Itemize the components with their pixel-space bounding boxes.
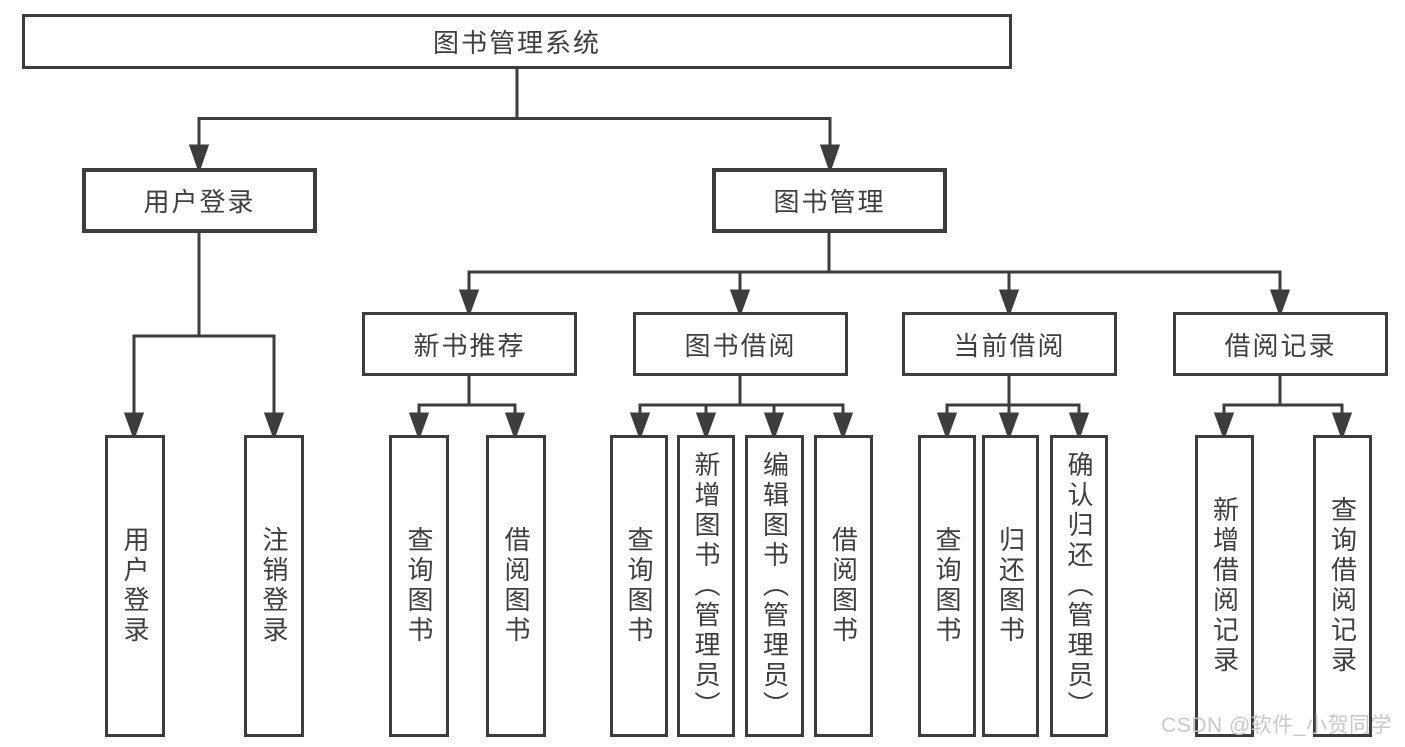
leaf-borrow-add-label: 新增图书（管理员） [691, 451, 721, 721]
leaf-borrow-edit-label: 编辑图书（管理员） [759, 451, 790, 721]
arrowhead-leaf-br-query [1331, 412, 1353, 441]
arrowhead-borrow-record [1269, 289, 1291, 318]
leaf-borrow-add: 新增图书（管理员） [677, 435, 735, 737]
arrowhead-leaf-cb-confirm [1068, 412, 1090, 441]
arrowhead-leaf-bb-query [629, 412, 651, 441]
arrowhead-leaf-nb-query [408, 412, 430, 441]
connector-borrow-record-leaves [1222, 376, 1344, 416]
leaf-record-query-label: 查询借阅记录 [1327, 496, 1358, 676]
leaf-user-login: 用户登录 [105, 435, 165, 737]
node-current-borrow: 当前借阅 [902, 312, 1117, 376]
leaf-borrow-borrow: 借阅图书 [814, 435, 873, 737]
arrowhead-new-book [458, 289, 480, 318]
leaf-current-return-label: 归还图书 [995, 526, 1026, 646]
node-new-book-label: 新书推荐 [413, 330, 526, 361]
leaf-logout-label: 注销登录 [259, 526, 289, 646]
node-book-borrow-label: 图书借阅 [684, 330, 797, 361]
node-root: 图书管理系统 [22, 14, 1012, 69]
arrowhead-book-management [819, 144, 841, 174]
node-root-label: 图书管理系统 [432, 28, 601, 58]
leaf-current-query: 查询图书 [918, 435, 976, 737]
node-book-management: 图书管理 [712, 168, 947, 233]
leaf-record-add-label: 新增借阅记录 [1209, 496, 1240, 676]
connector-user-login-leaves [132, 232, 276, 416]
leaf-current-return: 归还图书 [982, 435, 1039, 737]
node-user-login: 用户登录 [82, 168, 317, 233]
arrowhead-leaf-cb-return [998, 412, 1020, 441]
arrowhead-leaf-bb-add [695, 412, 717, 441]
connector-book-borrow-leaves [638, 376, 845, 416]
leaf-borrow-query-label: 查询图书 [624, 526, 654, 646]
connector-root-to-level2 [197, 68, 832, 148]
leaf-new-book-borrow: 借阅图书 [486, 435, 546, 737]
arrowhead-leaf-nb-borrow [504, 412, 526, 441]
leaf-record-query: 查询借阅记录 [1313, 435, 1372, 737]
leaf-new-book-query-label: 查询图书 [404, 526, 434, 646]
leaf-borrow-query: 查询图书 [610, 435, 668, 737]
node-current-borrow-label: 当前借阅 [953, 330, 1066, 361]
leaf-logout: 注销登录 [244, 435, 304, 737]
connector-new-book-leaves [417, 376, 517, 416]
leaf-current-query-label: 查询图书 [932, 526, 962, 646]
node-book-management-label: 图书管理 [773, 187, 886, 217]
arrowhead-current-borrow [998, 289, 1020, 318]
leaf-user-login-label: 用户登录 [120, 526, 150, 646]
arrowhead-book-borrow [729, 289, 751, 318]
node-borrow-record: 借阅记录 [1173, 312, 1388, 376]
connector-book-management-level3 [467, 232, 1282, 293]
leaf-borrow-borrow-label: 借阅图书 [828, 526, 859, 646]
leaf-new-book-query: 查询图书 [389, 435, 449, 737]
arrowhead-user-login [188, 144, 210, 174]
arrowhead-leaf-cb-query [936, 412, 958, 441]
connector-current-borrow-leaves [945, 376, 1081, 416]
node-new-book: 新书推荐 [362, 312, 577, 376]
arrowhead-leaf-logout [263, 412, 285, 441]
leaf-current-confirm: 确认归还（管理员） [1050, 435, 1108, 737]
arrowhead-leaf-login [123, 412, 145, 441]
leaf-record-add: 新增借阅记录 [1195, 435, 1254, 737]
leaf-current-confirm-label: 确认归还（管理员） [1064, 451, 1094, 721]
watermark-text: CSDN @软件_小贺同学 [1161, 714, 1392, 737]
node-user-login-label: 用户登录 [143, 187, 256, 217]
leaf-borrow-edit: 编辑图书（管理员） [745, 435, 804, 737]
node-borrow-record-label: 借阅记录 [1224, 330, 1337, 361]
arrowhead-leaf-bb-borrow [832, 412, 854, 441]
arrowhead-leaf-br-add [1213, 412, 1235, 441]
node-book-borrow: 图书借阅 [633, 312, 848, 376]
arrowhead-leaf-bb-edit [763, 412, 785, 441]
leaf-new-book-borrow-label: 借阅图书 [501, 526, 531, 646]
